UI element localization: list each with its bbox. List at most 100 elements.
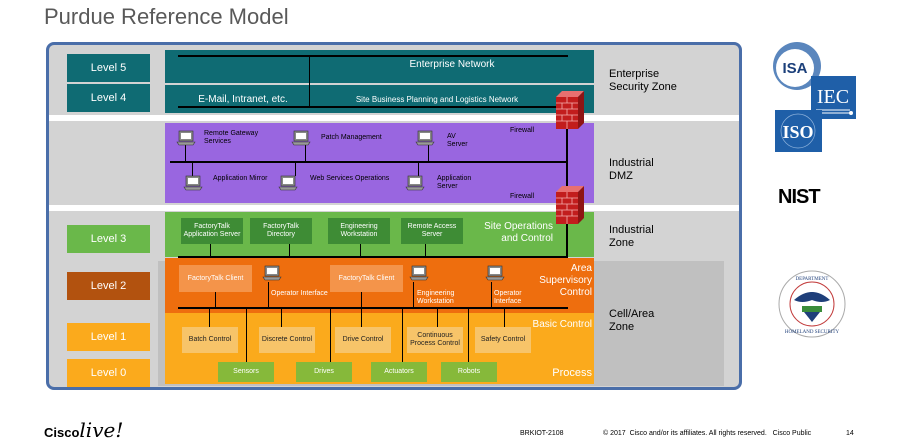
page-number: 14 bbox=[846, 430, 854, 437]
svg-text:IEC: IEC bbox=[817, 86, 849, 108]
svg-text:HOMELAND SECURITY: HOMELAND SECURITY bbox=[785, 330, 840, 335]
site-firewall-line bbox=[566, 205, 568, 257]
dmz-node-application-mirror: Application Mirror bbox=[213, 175, 268, 182]
site-drop-line bbox=[289, 244, 290, 256]
computer-icon bbox=[291, 130, 311, 146]
area-node-operator-interface: Operator Interface bbox=[494, 290, 522, 305]
enterprise-link-line bbox=[309, 55, 310, 107]
live-script-text: live! bbox=[79, 418, 124, 442]
process-drop-line bbox=[330, 309, 331, 363]
iec-logo-icon: IEC bbox=[811, 76, 856, 119]
email-intranet-label: E-Mail, Intranet, etc. bbox=[198, 94, 288, 105]
process-node-drives: Drives bbox=[296, 362, 352, 382]
computer-icon bbox=[409, 265, 429, 281]
dmz-node-remote-gateway: Remote Gateway Services bbox=[204, 130, 259, 145]
area-bus-line bbox=[178, 307, 568, 309]
isa-logo-icon: ISA bbox=[773, 42, 821, 90]
process-drop-line bbox=[402, 309, 403, 363]
firewall-icon bbox=[556, 91, 584, 129]
process-node-actuators: Actuators bbox=[371, 362, 427, 382]
level-4-label: Level 4 bbox=[67, 84, 150, 112]
computer-icon bbox=[262, 265, 282, 281]
site-operations-label: Site Operations and Control bbox=[484, 221, 553, 244]
dmz-node-application-server: Application Server bbox=[437, 175, 472, 190]
dmz-node-web-services: Web Services Operations bbox=[310, 175, 390, 182]
enterprise-network-label: Enterprise Network bbox=[409, 59, 495, 70]
level-3-label: Level 3 bbox=[67, 225, 150, 253]
level-2-label: Level 2 bbox=[67, 272, 150, 300]
basic-drop-line bbox=[504, 309, 505, 327]
dmz-node-av-server: AV Server bbox=[447, 133, 468, 148]
process-label: Process bbox=[552, 367, 592, 379]
firewall-bottom-label: Firewall bbox=[510, 193, 535, 200]
svg-text:DEPARTMENT: DEPARTMENT bbox=[796, 277, 829, 282]
computer-icon bbox=[183, 175, 203, 191]
cisco-live-logo: Ciscolive! bbox=[44, 418, 123, 442]
zone-cell-area: Cell/Area Zone bbox=[609, 308, 655, 333]
site-node-engineering-workstation: Engineering Workstation bbox=[328, 218, 390, 244]
area-drop-line bbox=[268, 282, 269, 307]
basic-control-label: Basic Control bbox=[532, 319, 592, 330]
firewall-link-line bbox=[566, 105, 568, 205]
zone-separator bbox=[49, 205, 739, 211]
basic-drop-line bbox=[361, 309, 362, 327]
level-0-label: Level 0 bbox=[67, 359, 150, 387]
svg-text:ISO: ISO bbox=[782, 122, 813, 142]
basic-node-safety-control: Safety Control bbox=[475, 327, 531, 353]
area-supervisory-label: Area Supervisory Control bbox=[539, 263, 592, 298]
copyright-text: © 2017 Cisco and/or its affiliates. All … bbox=[603, 430, 812, 437]
process-drop-line bbox=[468, 309, 469, 363]
site-node-ft-app-server: FactoryTalk Application Server bbox=[181, 218, 243, 244]
site-bus-line bbox=[178, 256, 568, 258]
site-business-bus-line bbox=[178, 106, 558, 108]
standards-logos: ISA IEC ISO bbox=[773, 42, 856, 152]
slide-title: Purdue Reference Model bbox=[44, 4, 289, 29]
area-node-ft-client: FactoryTalk Client bbox=[330, 265, 403, 292]
area-node-operator-interface: Operator Interface bbox=[271, 290, 328, 297]
area-drop-line bbox=[491, 282, 492, 307]
dmz-drop-line bbox=[428, 145, 429, 162]
computer-icon bbox=[405, 175, 425, 191]
process-node-robots: Robots bbox=[441, 362, 497, 382]
dmz-drop-line bbox=[192, 162, 193, 176]
site-drop-line bbox=[425, 244, 426, 256]
enterprise-bus-line bbox=[178, 55, 568, 57]
iso-logo-icon: ISO bbox=[775, 110, 822, 152]
dmz-drop-line bbox=[185, 145, 186, 162]
dhs-seal-icon: DEPARTMENT HOMELAND SECURITY bbox=[778, 270, 846, 338]
area-drop-line bbox=[215, 292, 216, 307]
cisco-brand-text: Cisco bbox=[44, 425, 80, 440]
firewall-icon bbox=[556, 186, 584, 224]
svg-text:ISA: ISA bbox=[782, 60, 807, 77]
area-drop-line bbox=[413, 282, 414, 307]
site-business-band bbox=[165, 85, 594, 113]
industrial-dmz-band bbox=[165, 123, 594, 203]
dmz-drop-line bbox=[418, 162, 419, 176]
level-5-label: Level 5 bbox=[67, 54, 150, 82]
area-node-engineering-workstation: Engineering Workstation bbox=[417, 290, 455, 305]
basic-node-continuous-process: Continuous Process Control bbox=[407, 327, 463, 353]
basic-drop-line bbox=[437, 309, 438, 327]
dmz-drop-line bbox=[295, 162, 296, 176]
computer-icon bbox=[485, 265, 505, 281]
computer-icon bbox=[176, 130, 196, 146]
site-drop-line bbox=[210, 244, 211, 256]
dmz-node-patch-management: Patch Management bbox=[321, 134, 382, 141]
computer-icon bbox=[278, 175, 298, 191]
site-business-label: Site Business Planning and Logistics Net… bbox=[355, 95, 519, 104]
zone-industrial-dmz: Industrial DMZ bbox=[609, 157, 654, 182]
basic-drop-line bbox=[281, 309, 282, 327]
dmz-bus-line bbox=[170, 161, 568, 163]
site-drop-line bbox=[360, 244, 361, 256]
session-code: BRKIOT-2108 bbox=[520, 430, 564, 437]
basic-node-batch-control: Batch Control bbox=[182, 327, 238, 353]
basic-node-discrete-control: Discrete Control bbox=[259, 327, 315, 353]
nist-logo-icon: NIST bbox=[778, 186, 821, 208]
process-drop-line bbox=[246, 309, 247, 363]
site-node-remote-access: Remote Access Server bbox=[401, 218, 463, 244]
computer-icon bbox=[415, 130, 435, 146]
zone-separator bbox=[49, 115, 739, 121]
dmz-drop-line bbox=[305, 145, 306, 162]
process-node-sensors: Sensors bbox=[218, 362, 274, 382]
basic-node-drive-control: Drive Control bbox=[335, 327, 391, 353]
